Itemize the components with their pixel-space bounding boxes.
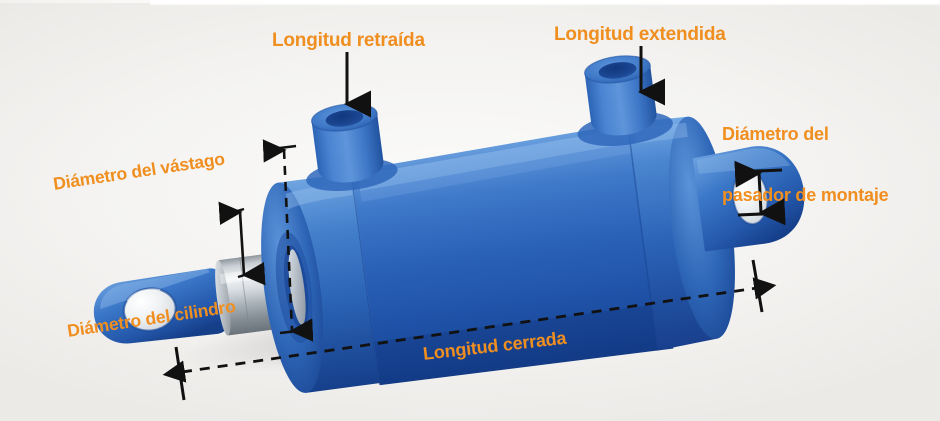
label-retracted-length: Longitud retraída xyxy=(272,30,425,51)
background-top-edge xyxy=(0,0,940,3)
label-mounting-pin-diameter-line2: pasador de montaje xyxy=(722,184,889,205)
background-top-highlight xyxy=(150,0,940,6)
label-mounting-pin-diameter: Diámetro del pasador de montaje xyxy=(722,84,889,245)
label-mounting-pin-diameter-line1: Diámetro del xyxy=(722,124,829,145)
label-extended-length: Longitud extendida xyxy=(554,24,726,45)
